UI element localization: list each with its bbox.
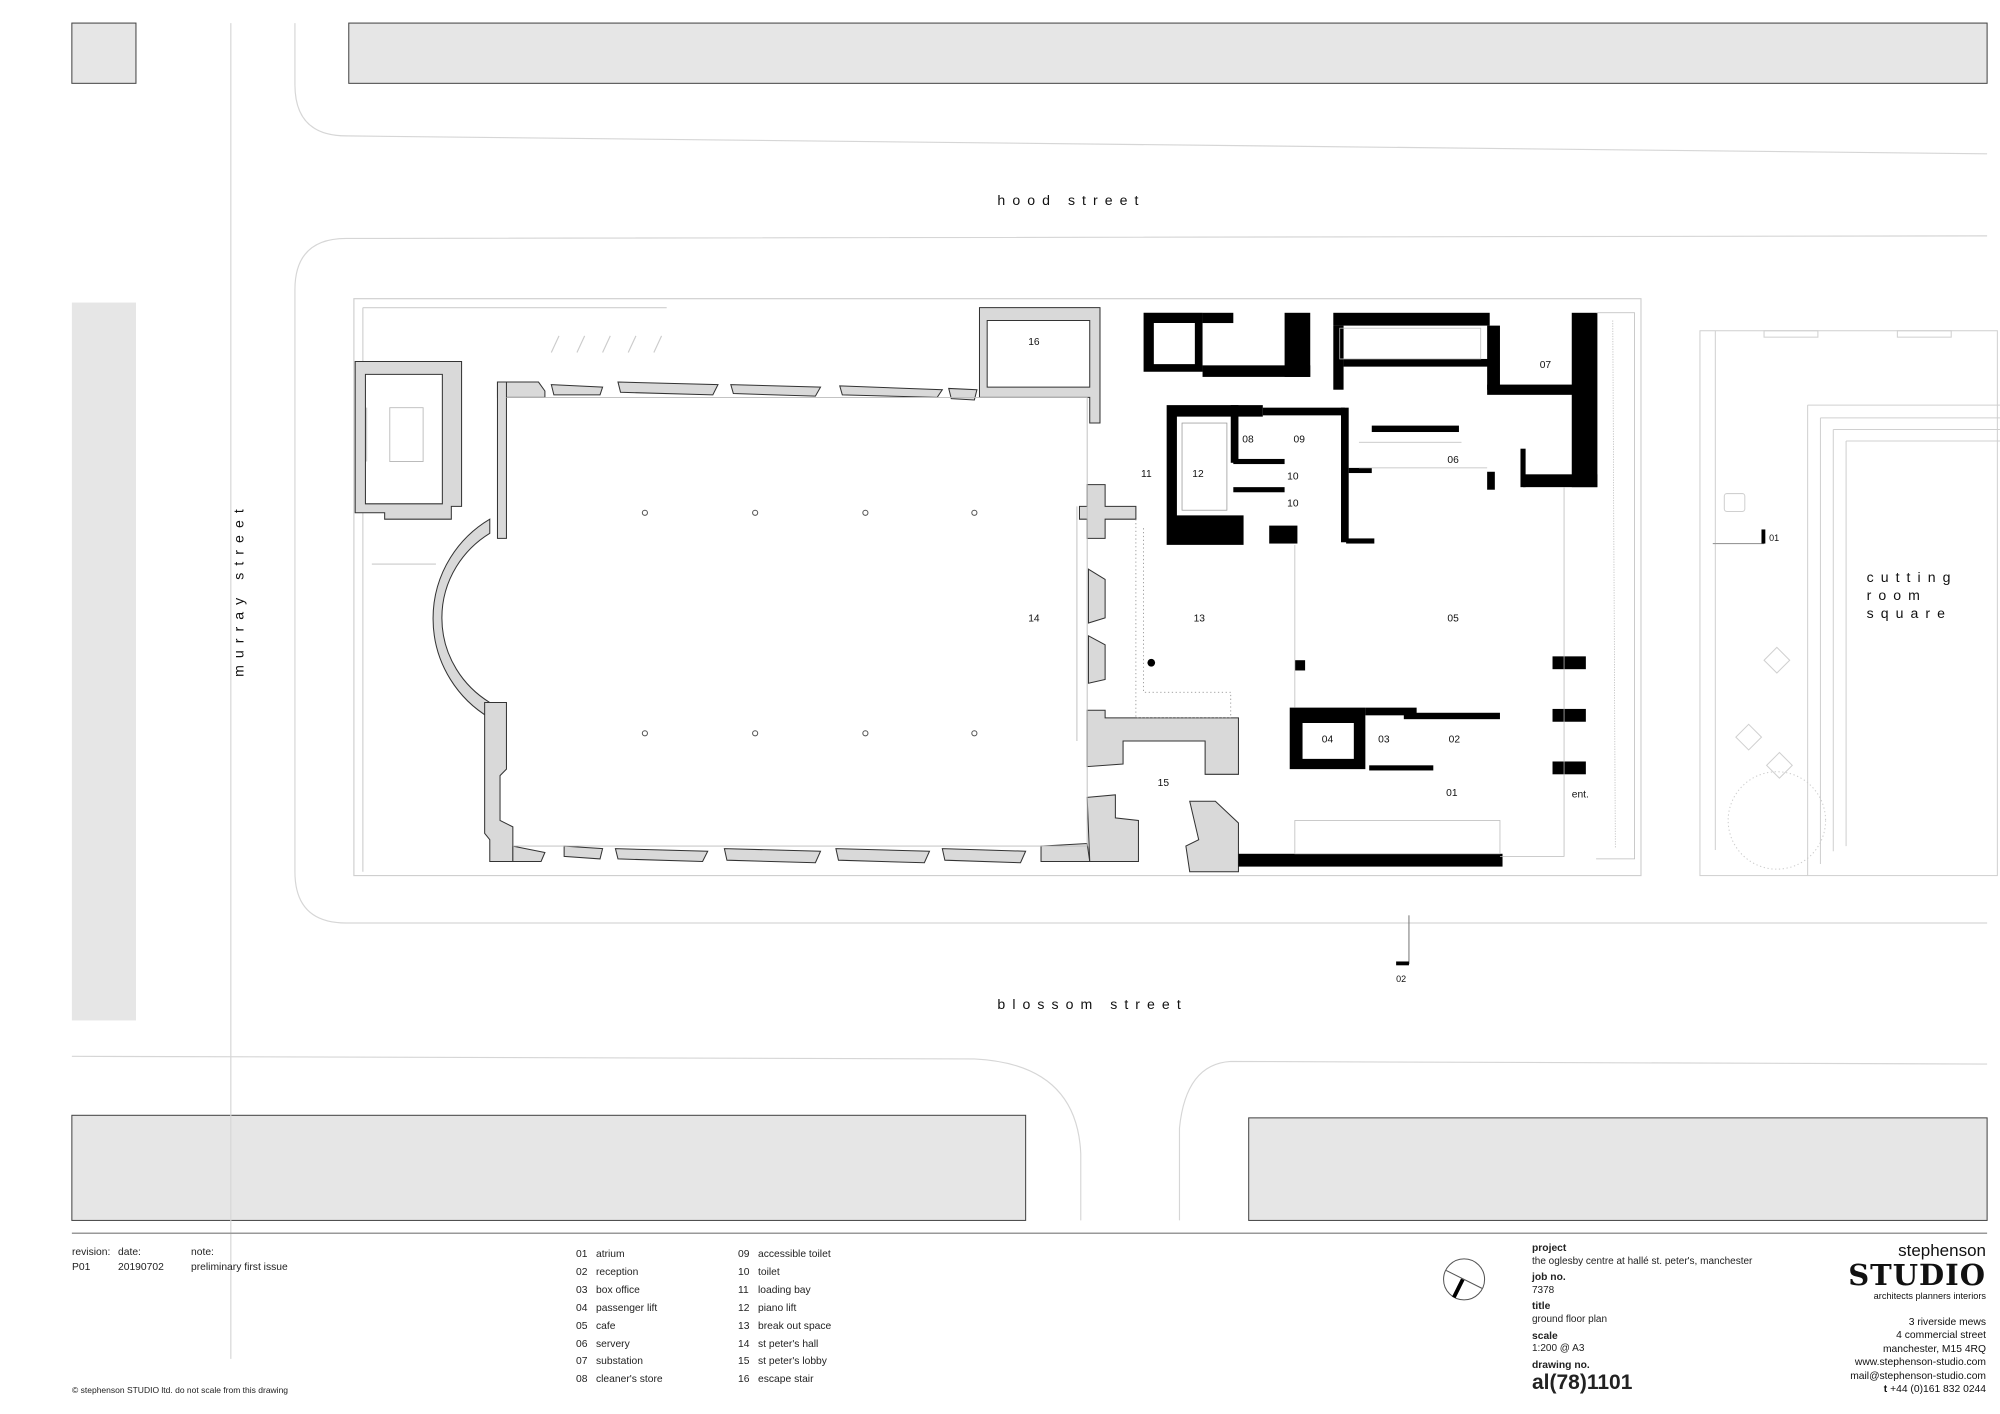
room-07: 07 (1540, 360, 1552, 371)
svg-text:02: 02 (1396, 974, 1406, 984)
new-interior-lines (1135, 312, 1635, 860)
room-11: 11 (1141, 469, 1152, 480)
address-line: 3 riverside mews (1908, 1317, 1986, 1328)
project-info: project the oglesby centre at hallé st. … (1532, 1243, 1752, 1394)
scale-label: scale (1532, 1330, 1558, 1342)
room-01: 01 (1446, 788, 1458, 799)
context-block-se (1248, 1117, 1988, 1221)
room-09: 09 (1294, 434, 1306, 445)
revision-header: revision: (72, 1247, 111, 1258)
room-10a: 10 (1287, 471, 1299, 482)
revision-table: revision: date: note: P01 20190702 preli… (72, 1245, 288, 1275)
drawing-title: ground floor plan (1532, 1313, 1608, 1325)
address-line: 4 commercial street (1896, 1330, 1986, 1342)
room-05: 05 (1447, 614, 1459, 625)
new-walls (1143, 312, 1598, 867)
website-link[interactable]: www.stephenson-studio.com (1854, 1357, 1986, 1369)
entrance-label: ent. (1572, 789, 1589, 800)
context-buildings (71, 22, 1988, 1221)
kerb-lines (71, 23, 1988, 1359)
context-block-nw (71, 22, 137, 84)
room-03: 03 (1378, 734, 1390, 745)
room-16: 16 (1028, 337, 1040, 348)
room-10b: 10 (1287, 498, 1299, 509)
drawing-scale: 1:200 @ A3 (1532, 1343, 1585, 1355)
job-number: 7378 (1532, 1284, 1555, 1296)
firm-block: stephenson STUDIO architects planners in… (1848, 1242, 1986, 1396)
date-header: date: (118, 1247, 141, 1258)
room-12: 12 (1192, 469, 1204, 480)
revision-code: P01 (72, 1262, 91, 1273)
columns (641, 509, 978, 737)
street-label-blossom: blossom street (997, 996, 1187, 1012)
square-label-line1: cutting (1867, 569, 1958, 585)
context-block-n (348, 22, 1988, 84)
project-label: project (1532, 1243, 1567, 1254)
street-label-hood: hood street (997, 192, 1145, 208)
note-header: note: (191, 1247, 214, 1258)
copyright-note: © stephenson STUDIO ltd. do not scale fr… (72, 1385, 289, 1395)
revision-row: P01 20190702 preliminary first issue (72, 1260, 288, 1275)
revision-date: 20190702 (118, 1262, 164, 1273)
drawing-number-label: drawing no. (1532, 1359, 1590, 1371)
email-link[interactable]: mail@stephenson-studio.com (1850, 1370, 1986, 1382)
north-arrow-icon (1443, 1258, 1486, 1301)
drawing-number: al(78)1101 (1532, 1371, 1633, 1395)
phone-line: t +44 (0)161 832 0244 (1883, 1384, 1986, 1396)
firm-tagline: architects planners interiors (1873, 1291, 1986, 1301)
interior-lines (366, 396, 1088, 847)
room-06: 06 (1447, 455, 1459, 466)
svg-text:01: 01 (1769, 533, 1779, 543)
title-label: title (1532, 1301, 1551, 1313)
context-block-sw (71, 1114, 1027, 1221)
project-name: the oglesby centre at hallé st. peter's,… (1532, 1255, 1753, 1267)
room-04: 04 (1322, 734, 1334, 745)
square-label-line3: square (1867, 605, 1952, 621)
revision-header-row: revision: date: note: (72, 1245, 288, 1260)
firm-address: 3 riverside mews 4 commercial street man… (1848, 1316, 1986, 1396)
context-block-w (71, 302, 136, 1021)
section-marker-02: 02 (1396, 915, 1410, 984)
room-13: 13 (1194, 614, 1206, 625)
existing-walls (354, 307, 1239, 873)
firm-name-top: stephenson (1898, 1241, 1986, 1260)
square-label-line2: room (1867, 587, 1927, 603)
cutting-room-square (1699, 330, 2000, 877)
room-02: 02 (1449, 734, 1461, 745)
section-marker-01: 01 (1712, 529, 1779, 545)
room-15: 15 (1158, 778, 1170, 789)
firm-logo: STUDIO (1848, 1258, 1986, 1292)
job-label: job no. (1532, 1272, 1566, 1284)
room-labels: 01 02 03 04 05 06 07 08 09 10 10 11 12 1… (1028, 337, 1589, 801)
room-08: 08 (1242, 434, 1254, 445)
address-line: manchester, M15 4RQ (1882, 1343, 1986, 1355)
room-14: 14 (1028, 614, 1040, 625)
revision-note: preliminary first issue (191, 1262, 288, 1273)
street-label-murray: murray street (231, 502, 247, 677)
